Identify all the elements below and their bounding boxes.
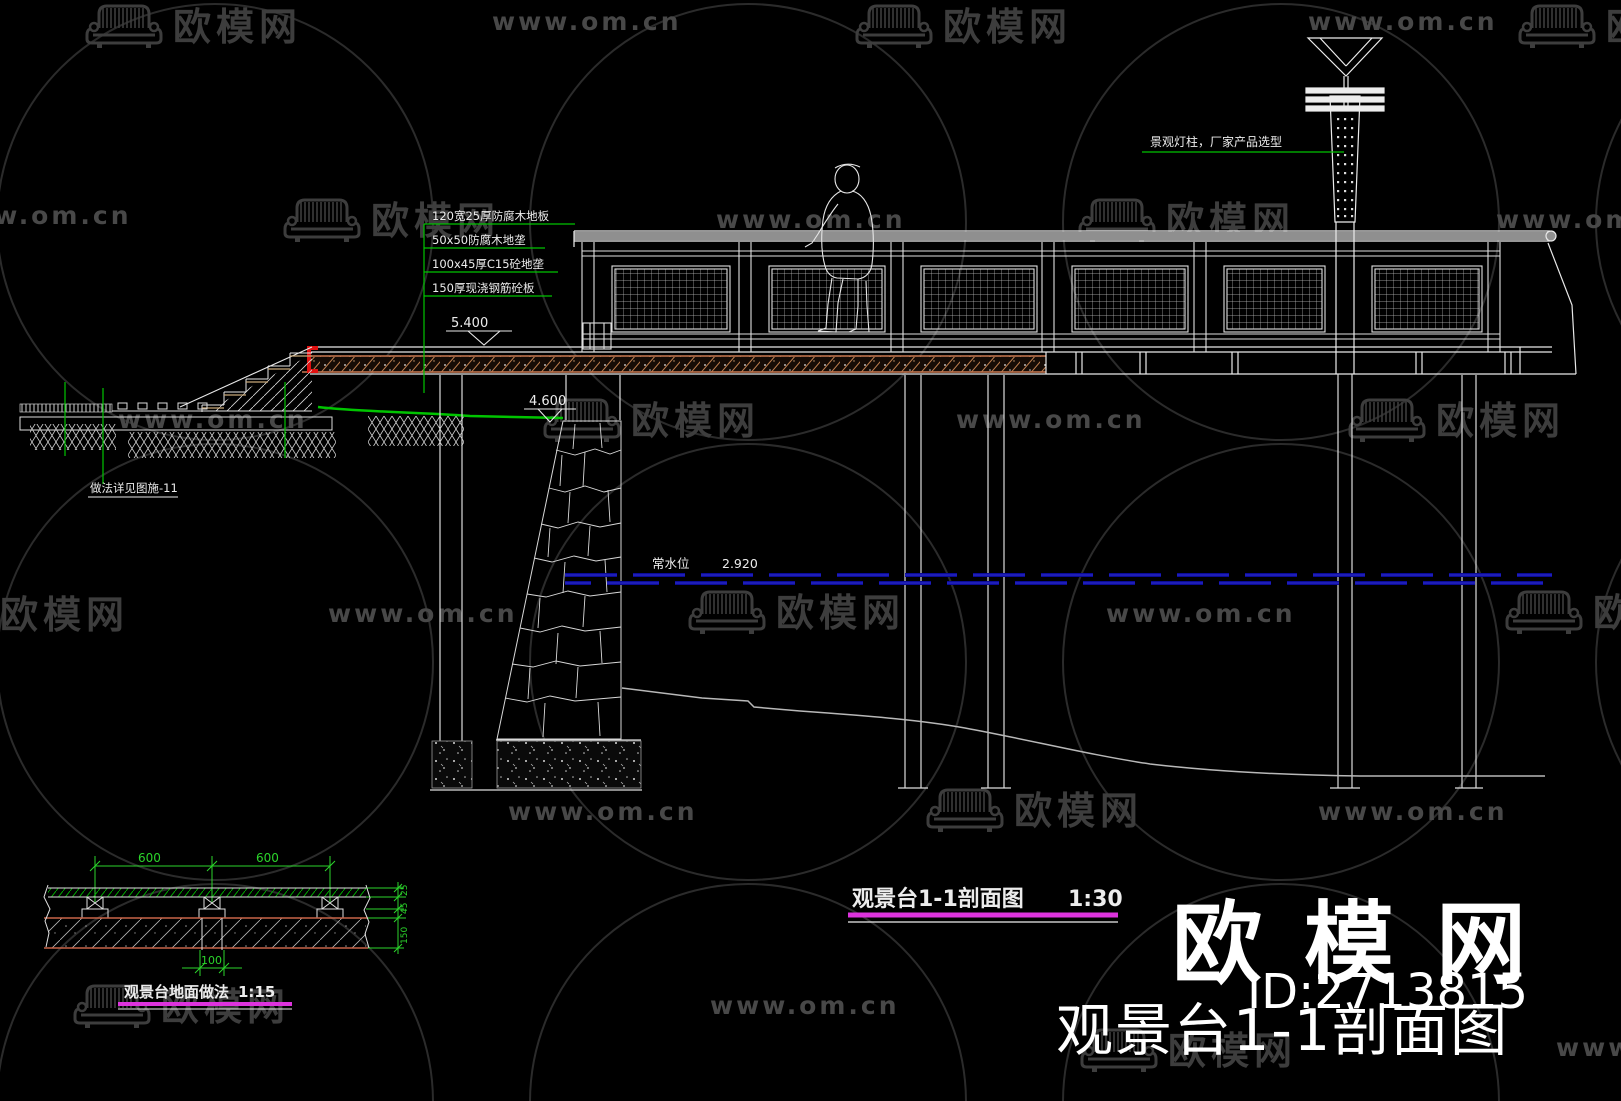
watermark-logo: 欧模网 bbox=[1080, 1028, 1297, 1074]
dim-side-45: 45 bbox=[400, 903, 410, 914]
watermark-logo: 欧模网 bbox=[855, 4, 1072, 50]
detail-title: 观景台地面做法 bbox=[124, 983, 229, 1001]
watermark-logo: 欧模网 bbox=[1348, 398, 1565, 444]
deck-structure bbox=[302, 242, 1577, 375]
elevation-deck-value: 5.400 bbox=[451, 316, 488, 331]
watermark-url-text: www.om.cn bbox=[1318, 797, 1508, 826]
watermark-brand-text: 欧模网 bbox=[776, 591, 905, 635]
lamp-dot-grid bbox=[1337, 118, 1354, 218]
dim-side-25: 25 bbox=[400, 885, 410, 896]
watermark-url-text: www.om.cn bbox=[508, 797, 698, 826]
model-id-text: ID:2713815 bbox=[1247, 964, 1528, 1020]
watermark-url-text: www.om.cn bbox=[1556, 1033, 1621, 1062]
sofa-watermark-icon bbox=[688, 590, 766, 636]
watermark-brand-text: 欧模网 bbox=[1168, 1029, 1297, 1073]
watermark-brand-text: 欧模网 bbox=[371, 199, 500, 243]
watermark-logo: 欧模网 bbox=[283, 198, 500, 244]
sofa-watermark-icon bbox=[283, 198, 361, 244]
watermark-url-text: www.om.cn bbox=[0, 201, 132, 230]
watermark-url-text: www.om.cn bbox=[328, 599, 518, 628]
lamp-note-label: 景观灯柱，厂家产品选型 bbox=[1150, 134, 1282, 149]
watermark-logo: 欧模网 bbox=[0, 593, 129, 637]
callout-rc-slab: 150厚现浇钢筋砼板 bbox=[432, 281, 535, 295]
detail-scale: 1:15 bbox=[238, 983, 275, 1001]
watermark-brand-text: 欧模网 bbox=[1593, 591, 1621, 635]
handrail bbox=[573, 230, 1557, 247]
sofa-watermark-icon bbox=[1348, 398, 1426, 444]
detail-title-block: 观景台地面做法 1:15 bbox=[118, 983, 292, 1010]
dim-100-bottom: 100 bbox=[201, 954, 222, 967]
dim-side-150: 150 bbox=[400, 927, 410, 944]
watermark-brand-text: 欧模网 bbox=[1606, 5, 1621, 49]
section-drawing: 120宽25厚防腐木地板 50x50防腐木地垄 100x45厚C15砼地垄 15… bbox=[19, 37, 1577, 923]
stone-pier bbox=[496, 420, 622, 740]
section-title-block: 观景台1-1剖面图 1:30 bbox=[848, 886, 1123, 923]
callout-deck-board: 120宽25厚防腐木地板 bbox=[432, 209, 550, 223]
lamp-post bbox=[1305, 37, 1385, 374]
watermark-logo: 欧模网 bbox=[73, 984, 290, 1030]
watermark-brand-text: 欧模网 bbox=[943, 5, 1072, 49]
sofa-watermark-icon bbox=[1505, 590, 1583, 636]
dim-600-right: 600 bbox=[256, 851, 279, 865]
section-scale: 1:30 bbox=[1068, 887, 1123, 912]
detail-ref-label: 做法详见图施-11 bbox=[90, 481, 178, 495]
watermark-url-text: www.om.cn bbox=[710, 991, 900, 1020]
water-level-value: 2.920 bbox=[722, 556, 758, 571]
watermark-logo: 欧模网 bbox=[85, 4, 302, 50]
watermark-brand-text: 欧模网 bbox=[161, 985, 290, 1029]
left-walkway bbox=[19, 402, 333, 431]
railing bbox=[581, 242, 1501, 352]
watermark-logo: 欧模网 bbox=[1518, 4, 1621, 50]
water-level bbox=[565, 573, 1552, 585]
watermark-brand-text: 欧模网 bbox=[0, 593, 129, 637]
detail-dimensions bbox=[89, 856, 406, 976]
steps bbox=[179, 346, 313, 412]
sofa-watermark-icon bbox=[85, 4, 163, 50]
detail-drawing: 600 600 100 25 45 150 观景台地面做法 1:15 bbox=[43, 851, 410, 1010]
water-level-label: 常水位 bbox=[652, 556, 690, 571]
section-title: 观景台1-1剖面图 bbox=[852, 886, 1024, 912]
footer-branding: 欧模网 ID:2713815 观景台1-1剖面图 bbox=[1056, 892, 1568, 1064]
sofa-watermark-icon bbox=[1518, 4, 1596, 50]
watermark-url-text: www.om.cn bbox=[716, 205, 906, 234]
watermark-brand-text: 欧模网 bbox=[173, 5, 302, 49]
dim-600-left: 600 bbox=[138, 851, 161, 865]
watermark-url-text: www.om.cn bbox=[1308, 7, 1498, 36]
watermark-logo: 欧模网 bbox=[543, 398, 760, 444]
watermark-url-text: www.om.cn bbox=[1106, 599, 1296, 628]
detail-reference: 做法详见图施-11 bbox=[88, 481, 178, 498]
sofa-watermark-icon bbox=[926, 788, 1004, 834]
elevation-markers bbox=[446, 330, 576, 423]
detail-deck-section bbox=[43, 884, 371, 950]
watermark-layer: 欧模网 欧模网 欧模网 欧模网 欧模网 欧模网 欧模网 欧模网 欧模网 欧模网 … bbox=[0, 3, 1621, 1101]
watermark-url-text: www.om.cn bbox=[492, 7, 682, 36]
watermark-logo: 欧模网 bbox=[926, 788, 1143, 834]
watermark-url-text: www.om.cn bbox=[956, 405, 1146, 434]
watermark-brand-text: 欧模网 bbox=[1014, 789, 1143, 833]
ground-hatch bbox=[30, 416, 464, 458]
terrain-line bbox=[621, 687, 1545, 777]
sofa-watermark-icon bbox=[855, 4, 933, 50]
watermark-url-text: www.om.cn bbox=[1496, 205, 1621, 234]
watermark-logo: 欧模网 bbox=[1505, 590, 1621, 636]
watermark-brand-text: 欧模网 bbox=[1436, 399, 1565, 443]
material-callouts: 120宽25厚防腐木地板 50x50防腐木地垄 100x45厚C15砼地垄 15… bbox=[432, 209, 550, 295]
callout-concrete-sleeper: 100x45厚C15砼地垄 bbox=[432, 257, 544, 271]
elevation-ground-value: 4.600 bbox=[529, 394, 566, 409]
site-logo-text: 欧模网 bbox=[1172, 892, 1568, 997]
person-figure bbox=[804, 163, 874, 333]
big-caption-text: 观景台1-1剖面图 bbox=[1056, 998, 1509, 1064]
watermark-brand-text: 欧模网 bbox=[631, 399, 760, 443]
pier-foundations bbox=[431, 740, 642, 789]
watermark-logo: 欧模网 bbox=[688, 590, 905, 636]
callout-wood-sleeper: 50x50防腐木地垄 bbox=[432, 233, 526, 247]
